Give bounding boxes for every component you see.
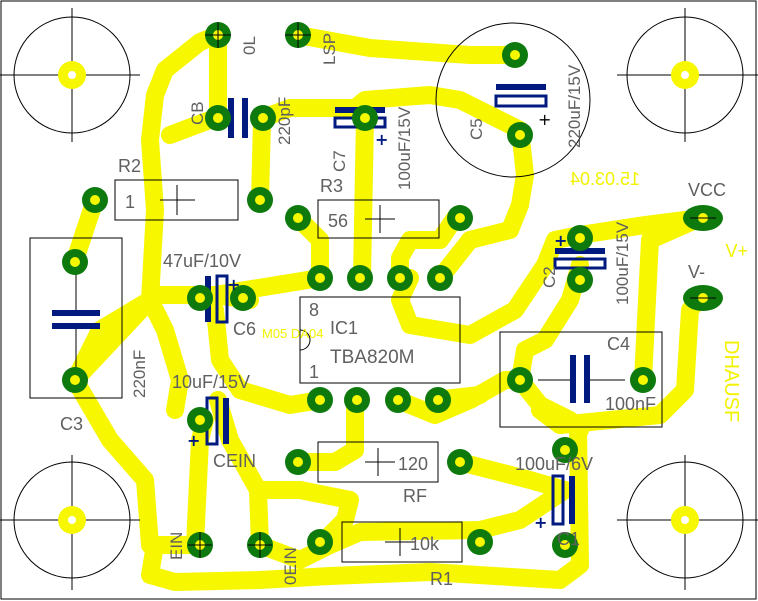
label-c2-value: 100uF/15V: [613, 221, 632, 305]
label-c3: C3: [60, 414, 83, 434]
silkscreen-labels: 0L LSP CB 220pF C7 100uF/15V C5 220uF/15…: [60, 33, 726, 589]
copper-text: 15.03.04 +V DHAUSF M05 DA04: [262, 169, 748, 422]
mounting-hole-bottom-left: [0, 455, 140, 590]
label-c6: C6: [233, 319, 256, 339]
ic1-package: [299, 296, 461, 384]
label-lsp: LSP: [320, 33, 339, 65]
label-ic-name: IC1: [330, 318, 358, 338]
pad-holes: [70, 30, 708, 550]
label-ein: EIN: [167, 532, 186, 560]
label-c5: C5: [467, 118, 486, 140]
svg-text:+: +: [554, 231, 567, 250]
label-r3: R3: [320, 176, 343, 196]
label-cein: CEIN: [213, 451, 256, 471]
r3-resistor: [317, 199, 440, 239]
copper-ref: M05 DA04: [262, 326, 323, 341]
label-cein-value: 10uF/15V: [172, 372, 250, 392]
label-vcc: VCC: [688, 180, 726, 200]
label-ic-part: TBA820M: [330, 347, 414, 368]
label-0ein: 0EIN: [281, 547, 300, 585]
c3-capacitor: [29, 237, 123, 399]
label-c4: C4: [607, 334, 630, 354]
mounting-hole-top-right: [617, 8, 758, 142]
label-r2-value: 1: [125, 192, 135, 212]
label-r2: R2: [118, 156, 141, 176]
c4-capacitor: [499, 331, 663, 428]
label-rf-value: 120: [398, 454, 428, 474]
svg-text:+: +: [227, 275, 240, 294]
label-c6-value: 47uF/10V: [163, 251, 241, 271]
r1-resistor: [341, 521, 463, 563]
svg-text:+: +: [375, 130, 388, 149]
label-cb-value: 220pF: [275, 97, 294, 145]
label-c4-value: 100nF: [605, 394, 656, 414]
label-0l: 0L: [240, 36, 259, 55]
label-rf: RF: [403, 486, 427, 506]
rf-resistor: [317, 441, 439, 483]
pad-crosshairs: [188, 22, 716, 558]
svg-text:+: +: [187, 431, 200, 450]
label-r1-value: 10k: [410, 534, 440, 554]
polarity-marks: + + + + +: [187, 130, 567, 532]
label-cb: CB: [188, 101, 207, 125]
label-c3-value: 220nF: [130, 350, 149, 398]
label-c1: C1: [557, 529, 580, 549]
label-ic-pin8: 8: [309, 300, 319, 320]
copper-tracks: [66, 26, 709, 591]
label-c1-value: 100uF/6V: [515, 454, 593, 474]
c1-capacitor: [551, 474, 575, 526]
copper-plus-v: +V: [725, 241, 748, 261]
mounting-hole-top-left: [0, 8, 140, 142]
copper-name: DHAUSF: [720, 340, 742, 422]
svg-text:+: +: [538, 110, 551, 129]
svg-text:+: +: [534, 513, 547, 532]
mounting-hole-bottom-right: [617, 455, 758, 590]
label-c2: C2: [540, 266, 559, 288]
copper-date: 15.03.04: [570, 169, 640, 189]
label-vminus: V-: [688, 262, 705, 282]
label-c7-value: 100uF/15V: [395, 106, 414, 190]
label-c5-value: 220uF/15V: [565, 64, 584, 148]
label-r1: R1: [430, 569, 453, 589]
c5-capacitor: +: [435, 22, 591, 178]
label-ic-pin1: 1: [309, 362, 319, 382]
r2-resistor: [114, 179, 239, 221]
label-r3-value: 56: [328, 211, 348, 231]
label-c7: C7: [330, 150, 349, 172]
